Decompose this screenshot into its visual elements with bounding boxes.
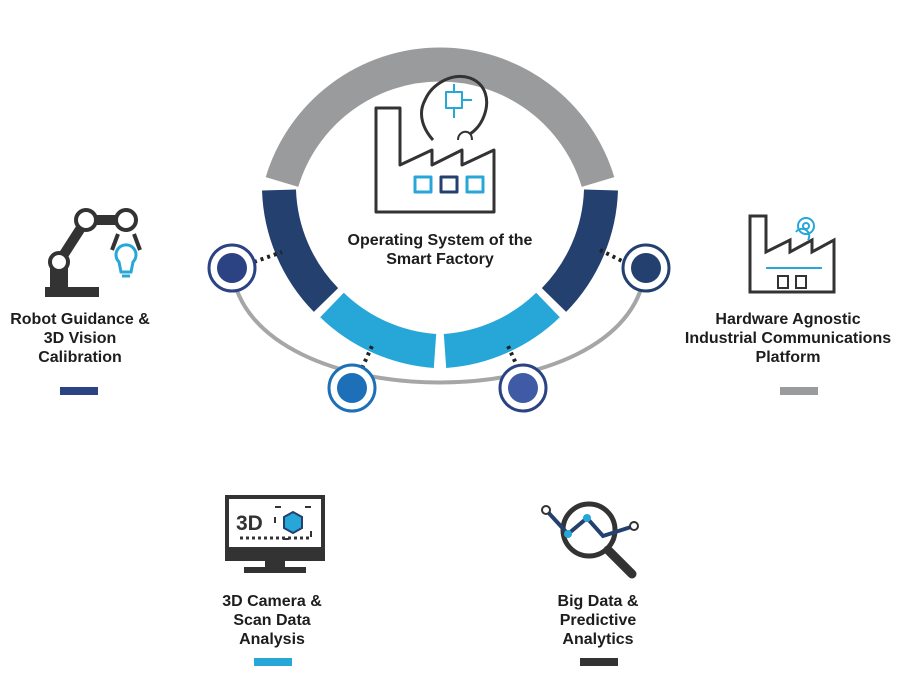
connector-arc [230, 269, 647, 385]
camera-label-line: 3D Camera & [222, 593, 322, 610]
robot-label: Robot Guidance & 3D Vision Calibration [0, 310, 160, 367]
hardware-label-line: Platform [755, 349, 821, 366]
bigdata-label-line: Analytics [562, 631, 634, 648]
hardware-label-line: Industrial Communications [684, 330, 892, 347]
ring-segment-gray [265, 47, 615, 188]
robot-color-bar [60, 387, 98, 395]
robot-label-line: Robot Guidance & [10, 311, 150, 328]
node-hardware [621, 243, 671, 293]
ring-segment-blue-left [320, 292, 437, 368]
bigdata-label: Big Data & Predictive Analytics [522, 592, 674, 649]
node-robot [207, 243, 257, 293]
center-label-line: Operating System of the [347, 232, 533, 249]
hardware-label: Hardware Agnostic Industrial Communicati… [676, 310, 900, 367]
center-label: Operating System of the Smart Factory [330, 231, 550, 269]
robot-arm-icon [45, 208, 142, 297]
camera-label-line: Analysis [239, 631, 305, 648]
center-label-line: Smart Factory [386, 251, 494, 268]
camera-label: 3D Camera & Scan Data Analysis [196, 592, 348, 649]
dotted-connector [599, 248, 625, 264]
ring-segment-blue-right [443, 292, 560, 368]
bigdata-color-bar [580, 658, 618, 666]
magnifier-chart-icon [541, 501, 639, 579]
ring-segment-navy-left [262, 189, 339, 312]
node-bigdata [498, 363, 548, 413]
node-camera [327, 363, 377, 413]
3d-monitor-icon: 3D [225, 495, 325, 573]
bigdata-label-line: Predictive [559, 612, 637, 629]
camera-color-bar [254, 658, 292, 666]
hardware-color-bar [780, 387, 818, 395]
robot-label-line: 3D Vision [43, 330, 117, 347]
camera-label-line: Scan Data [233, 612, 311, 629]
factory-brain-icon [374, 75, 496, 214]
3d-badge: 3D [236, 512, 263, 535]
dotted-connector [253, 250, 283, 264]
bigdata-label-line: Big Data & [557, 593, 639, 610]
ring-segment-navy-right [541, 189, 618, 312]
factory-gear-icon [748, 214, 836, 294]
robot-label-line: Calibration [38, 349, 122, 366]
hardware-label-line: Hardware Agnostic [715, 311, 861, 328]
